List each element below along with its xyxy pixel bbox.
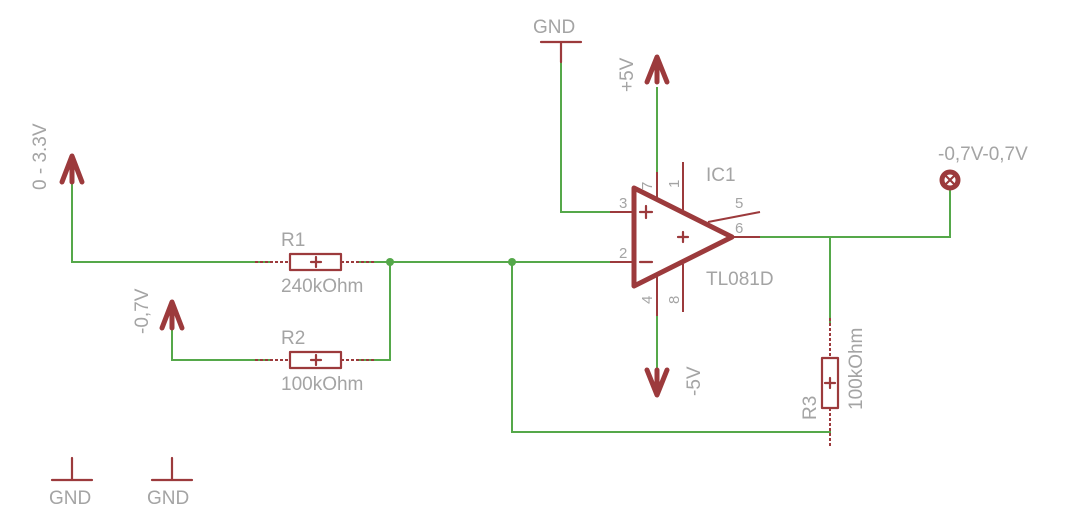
opamp-triangle-icon [631,185,735,289]
resistor-body-icon [820,356,840,410]
arrow-up-icon [644,54,670,85]
ic1-pin8-num: 8 [666,296,683,304]
opamp-ic1: 3 2 5 6 7 1 4 8 IC1 TL081D [610,162,774,316]
gnd-bl1-label: GND [49,488,91,509]
supply-vin: 0 - 3.3V [30,123,85,190]
gnd-top-label: GND [533,17,575,38]
arrow-up-icon [159,299,185,331]
wire-vin [71,181,271,263]
gnd-bl2-label: GND [147,488,189,509]
resistor-r1: R1 240kOhm [255,230,375,297]
ic1-pin5-line [707,211,761,223]
gnd-bottom-1: GND [49,456,94,509]
ic1-pin3-num: 3 [619,195,627,212]
r2-value: 100kOhm [281,374,363,395]
ic1-pin2-num: 2 [619,245,627,262]
supply-vpos: +5V [617,54,670,92]
wire-gnd-noninv [560,61,611,213]
terminal-cross-icon [942,172,958,188]
ic1-pin6-num: 6 [735,220,743,237]
ground-icon [50,456,94,482]
ic1-pin7-num: 7 [639,182,656,190]
vin-label: 0 - 3.3V [30,123,51,190]
ground-icon [539,40,583,64]
resistor-marker-icon [823,376,837,390]
r1-name: R1 [281,230,305,251]
junction-feedback [508,258,516,266]
wire-r2-node [359,261,391,361]
ic1-name: IC1 [706,165,736,186]
resistor-r3: R3 100kOhm [800,318,867,448]
r1-value: 240kOhm [281,276,363,297]
resistor-marker-icon [309,353,323,367]
resistor-body-icon [288,252,343,272]
ic1-pin5-num: 5 [735,195,743,212]
plus-sign-icon [638,204,654,220]
gnd-bottom-2: GND [147,456,194,509]
vpos-label: +5V [617,57,638,92]
wire-feedback [511,261,831,433]
bias-label: -0,7V [132,288,153,334]
arrow-down-icon [644,367,670,398]
vneg-label: -5V [684,366,705,396]
gnd-top: GND [533,17,583,64]
center-marker-icon [676,230,690,244]
resistor-r2: R2 100kOhm [255,328,375,395]
terminal-x-icon [939,169,961,191]
ic1-pin4-num: 4 [639,296,656,304]
junction-sum [386,258,394,266]
resistor-body-icon [288,350,343,370]
r3-name: R3 [800,396,821,420]
ic1-pin1-num: 1 [666,180,683,188]
arrow-up-icon [59,153,85,185]
supply-bias: -0,7V [132,288,185,334]
r3-value: 100kOhm [846,328,867,410]
resistor-marker-icon [309,255,323,269]
supply-vneg: -5V [644,315,705,398]
wire-out [759,189,951,238]
wires [71,61,951,433]
ic1-part: TL081D [706,269,774,290]
output-label: -0,7V-0,7V [938,144,1028,165]
ground-icon [150,456,194,482]
r2-name: R2 [281,328,305,349]
wire-bias [171,327,271,361]
output-terminal: -0,7V-0,7V [938,144,1028,191]
